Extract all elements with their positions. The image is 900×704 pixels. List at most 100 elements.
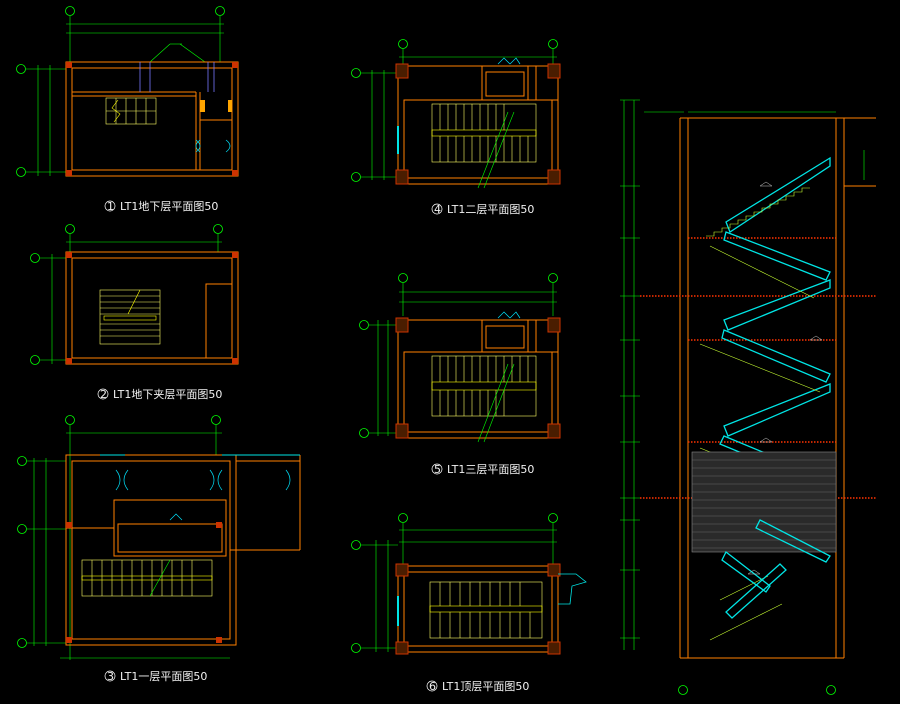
roof-hatch [558,573,587,605]
axis-bubble [17,638,27,648]
axis-bubble [548,39,558,49]
axis-bubble [65,6,75,16]
equipment [228,100,232,112]
axis-bubble [16,167,26,177]
column [395,641,409,655]
stair [81,559,213,597]
axis-bubble [351,643,361,653]
title-plan-4: 4 LT1二层平面图50 [431,203,534,216]
column [232,252,238,258]
title-plan-5: 5 LT1三层平面图50 [431,463,534,476]
plan-1-basement [16,6,239,177]
axis-bubble [398,39,408,49]
walls [65,251,239,365]
title-number: 6 [429,680,436,693]
plan-titles: 1 LT1地下层平面图50 2 LT1地下夹层平面图50 3 LT1一层平面图5… [97,200,534,693]
walls [65,454,301,646]
dimension-lines [369,283,557,436]
column [232,62,238,68]
walls [397,565,559,653]
column [395,63,409,79]
column [232,170,238,176]
dimension-lines [26,16,224,176]
column [547,169,561,185]
title-plan-3: 3 LT1一层平面图50 [104,670,207,683]
title-number: 2 [100,388,107,401]
plan-3-ground-floor [17,415,301,660]
column [547,63,561,79]
title-plan-2: 2 LT1地下夹层平面图50 [97,388,222,401]
column [66,252,72,258]
axis-bubble [678,685,688,695]
stair [429,581,543,639]
axis-bubble [548,273,558,283]
walls [397,65,559,185]
dimension-lines [361,523,557,652]
dimension-lines [27,425,237,660]
walls [65,61,239,177]
walls [397,319,559,439]
column [66,170,72,176]
title-label: LT1三层平面图50 [447,463,534,476]
axis-bubble [351,68,361,78]
axis-bubble [17,524,27,534]
column [547,317,561,333]
doors [497,57,521,65]
walls [679,117,876,659]
axis-bubble [211,415,221,425]
stair-flights [719,156,831,489]
dimension-lines [620,99,865,650]
doors [115,469,291,521]
axis-bubble [16,64,26,74]
axis-bubble [213,224,223,234]
axis-bubble [351,540,361,550]
title-number: 4 [434,203,441,216]
axis-bubble [359,320,369,330]
title-plan-1: 1 LT1地下层平面图50 [104,200,218,213]
axis-bubble [359,428,369,438]
stair-flights-lower [721,519,831,619]
title-label: LT1二层平面图50 [447,203,534,216]
column [547,423,561,439]
column [395,423,409,439]
stair [105,97,157,125]
plan-5-third-floor [359,273,561,443]
stair [99,289,161,345]
plan-2-mezzanine [30,224,239,365]
column [216,522,222,528]
title-label: LT1一层平面图50 [120,670,207,683]
hatch-lines [692,459,836,549]
title-plan-6: 6 LT1顶层平面图50 [426,680,529,693]
doors [195,139,231,153]
column [395,169,409,185]
stair [431,103,537,189]
column [66,637,72,643]
stair [431,355,537,443]
title-label: LT1地下夹层平面图50 [113,388,222,401]
title-number: 1 [107,200,114,213]
column [395,563,409,577]
axis-bubble [30,253,40,263]
axis-bubble [17,456,27,466]
column [216,637,222,643]
column [66,62,72,68]
column [66,358,72,364]
axis-bubble [826,685,836,695]
title-label: LT1地下层平面图50 [120,200,218,213]
column [66,522,72,528]
axis-bubble [548,513,558,523]
dimension-lines [40,234,222,364]
title-label: LT1顶层平面图50 [442,680,529,693]
doors [497,311,521,319]
axis-bubble [215,6,225,16]
level-markers [747,181,823,575]
axis-bubble [351,172,361,182]
column [547,563,561,577]
plan-4-second-floor [351,39,561,189]
axis-bubble [65,224,75,234]
stair-section [620,99,876,695]
equipment [200,100,205,112]
openings [139,62,215,92]
